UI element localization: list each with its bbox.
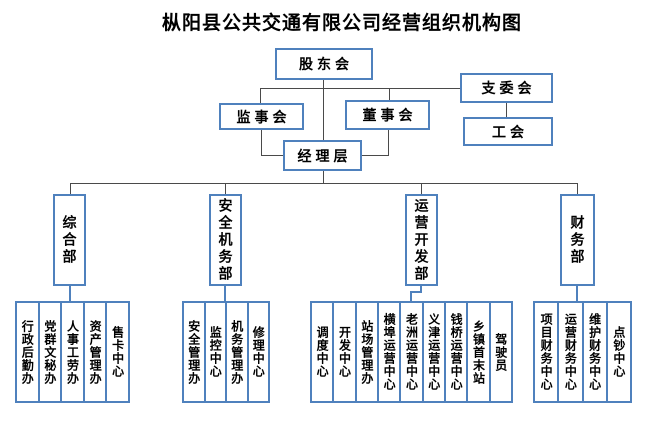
unit-label: 站场管理办 — [359, 319, 374, 385]
unit-cell-station-management: 站场管理办 — [354, 301, 379, 403]
unit-label: 老洲运营中心 — [404, 313, 419, 391]
unit-cell-hengbu-operations: 横埠运营中心 — [376, 301, 402, 403]
node-supervisory-board: 监事会 — [219, 103, 304, 130]
connector-supervisory-elbow-h — [261, 155, 283, 156]
connector-to-supervisory — [260, 88, 261, 103]
unit-cell-cash-counting-center: 点钞中心 — [605, 301, 632, 403]
unit-label: 监控中心 — [208, 326, 223, 378]
connector-to-dept-operations — [421, 183, 422, 194]
unit-cell-dispatch-center: 调度中心 — [310, 301, 335, 403]
node-shareholders: 股东会 — [275, 48, 373, 80]
node-labor-union: 工会 — [463, 117, 553, 146]
unit-cell-development-center: 开发中心 — [332, 301, 357, 403]
unit-cell-operations-finance: 运营财务中心 — [557, 301, 584, 403]
unit-label: 党群文秘办 — [42, 319, 57, 385]
connector-top-horizontal — [260, 88, 460, 89]
chart-title: 枞阳县公共交通有限公司经营组织机构图 — [161, 13, 522, 34]
connector-to-management — [323, 88, 324, 140]
unit-cell-machinery-management: 机务管理办 — [225, 301, 249, 403]
node-dept-finance: 财务部 — [560, 194, 595, 286]
node-board-of-directors-label: 董事会 — [362, 107, 417, 123]
unit-label: 资产管理办 — [88, 319, 103, 385]
connector-to-dept-finance — [577, 183, 578, 194]
unit-cell-monitoring-center: 监控中心 — [203, 301, 227, 403]
node-board-of-directors: 董事会 — [345, 100, 430, 130]
node-dept-finance-label: 财务部 — [569, 214, 586, 266]
unit-label: 驾驶员 — [493, 332, 508, 372]
connector-to-directors — [389, 88, 390, 101]
unit-cell-qianqiao-operations: 钱桥运营中心 — [443, 301, 469, 403]
node-branch-committee: 支委会 — [460, 73, 553, 103]
connector-directors-elbow-v — [388, 130, 389, 156]
unit-label: 调度中心 — [315, 326, 330, 378]
unit-cell-asset-management: 资产管理办 — [82, 301, 108, 403]
unit-group-operations: 调度中心 开发中心 站场管理办 横埠运营中心 老洲运营中心 义津运营中心 钱桥运… — [310, 301, 513, 403]
connector-to-dept-safety — [225, 183, 226, 194]
node-management-layer-label: 经理层 — [297, 147, 352, 164]
connector-supervisory-elbow-v — [261, 130, 262, 156]
unit-cell-admin-logistics: 行政后勤办 — [15, 301, 40, 403]
connector-committee-to-union — [506, 103, 507, 117]
connector-to-dept-general — [70, 183, 71, 194]
connector-management-down — [323, 171, 324, 183]
node-dept-operations: 运营开发部 — [405, 194, 438, 286]
unit-label: 售卡中心 — [110, 326, 125, 378]
node-dept-safety: 安全机务部 — [209, 194, 242, 286]
unit-cell-laozhou-operations: 老洲运营中心 — [399, 301, 424, 403]
unit-group-safety: 安全管理办 监控中心 机务管理办 修理中心 — [182, 301, 270, 403]
connector-dept-horizontal — [70, 183, 578, 184]
unit-label: 安全管理办 — [186, 319, 201, 385]
unit-label: 维护财务中心 — [587, 313, 602, 391]
node-dept-general: 综合部 — [53, 194, 86, 286]
unit-cell-yijin-operations: 义津运营中心 — [421, 301, 446, 403]
unit-cell-card-sales-center: 售卡中心 — [105, 301, 130, 403]
unit-group-general: 行政后勤办 党群文秘办 人事工劳办 资产管理办 售卡中心 — [15, 301, 130, 403]
unit-label: 机务管理办 — [229, 319, 244, 385]
connector-directors-elbow-h — [362, 155, 389, 156]
connector-general-units — [69, 286, 71, 301]
unit-label: 横埠运营中心 — [382, 313, 397, 391]
unit-cell-party-secretarial: 党群文秘办 — [37, 301, 63, 403]
node-shareholders-label: 股东会 — [299, 56, 353, 72]
unit-label: 人事工劳办 — [65, 319, 80, 385]
unit-label: 乡镇首末站 — [471, 319, 486, 385]
unit-group-finance: 项目财务中心 运营财务中心 维护财务中心 点钞中心 — [533, 301, 632, 403]
unit-cell-project-finance: 项目财务中心 — [533, 301, 560, 403]
connector-operations-units-v1 — [420, 286, 422, 293]
node-dept-general-label: 综合部 — [61, 214, 78, 266]
node-labor-union-label: 工会 — [492, 123, 528, 140]
unit-cell-township-terminals: 乡镇首末站 — [466, 301, 491, 403]
unit-cell-repair-center: 修理中心 — [246, 301, 270, 403]
unit-label: 开发中心 — [337, 326, 352, 378]
node-supervisory-board-label: 监事会 — [236, 108, 291, 125]
node-branch-committee-label: 支委会 — [481, 80, 536, 96]
unit-label: 点钞中心 — [611, 326, 626, 378]
unit-cell-safety-management: 安全管理办 — [182, 301, 206, 403]
node-dept-operations-label: 运营开发部 — [413, 197, 430, 283]
connector-finance-units — [576, 284, 578, 301]
unit-label: 钱桥运营中心 — [449, 313, 464, 391]
connector-shareholders-down — [323, 80, 324, 89]
connector-operations-units-v2 — [410, 291, 412, 301]
unit-cell-maintenance-finance: 维护财务中心 — [581, 301, 608, 403]
unit-cell-drivers: 驾驶员 — [488, 301, 513, 403]
connector-operations-units-h — [410, 291, 422, 293]
node-dept-safety-label: 安全机务部 — [217, 197, 234, 283]
unit-label: 项目财务中心 — [539, 313, 554, 391]
unit-label: 运营财务中心 — [563, 313, 578, 391]
node-management-layer: 经理层 — [283, 140, 362, 171]
unit-label: 义津运营中心 — [426, 313, 441, 391]
unit-cell-hr-labor: 人事工劳办 — [60, 301, 85, 403]
connector-safety-units — [224, 286, 226, 301]
unit-label: 行政后勤办 — [20, 319, 35, 385]
unit-label: 修理中心 — [251, 326, 266, 378]
